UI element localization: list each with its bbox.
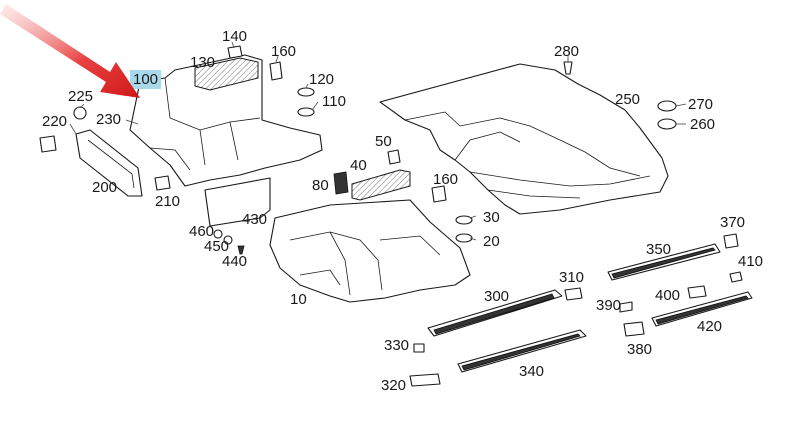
callout-label-320: 320 [381,377,406,394]
part-mesh-40 [351,169,411,201]
callout-label-340: 340 [519,363,544,380]
part-200 [75,129,143,197]
callout-label-390: 390 [596,297,621,314]
callout-label-410: 410 [738,253,763,270]
callout-label-300: 300 [484,288,509,305]
leader-lines [69,41,687,241]
callout-label-280: 280 [554,43,579,60]
callout-label-450: 450 [204,238,229,255]
callout-label-120: 120 [309,71,334,88]
label-highlight-box [130,70,161,89]
callout-label-225: 225 [68,88,93,105]
callout-label-20: 20 [483,233,500,250]
callout-label-330: 330 [384,337,409,354]
sill-plates [427,243,753,373]
callout-label-160: 160 [271,43,296,60]
red-arrow-icon [0,4,140,98]
callout-label-460: 460 [189,223,214,240]
fasteners [39,45,743,387]
callout-label-80: 80 [312,177,329,194]
callout-label-30: 30 [483,209,500,226]
callout-label-430: 430 [242,211,267,228]
callout-label-270: 270 [688,96,713,113]
callout-label-380: 380 [627,341,652,358]
callout-label-230: 230 [96,111,121,128]
part-rear-carpet [379,63,669,215]
part-trunk-liner [129,54,323,187]
callout-label-200: 200 [92,179,117,196]
callout-labels: 10 20 30 40 50 80 100 110 120 130 140 160 160 200 210 2… [42,28,763,394]
callout-label-310: 310 [559,269,584,286]
callout-label-260: 260 [690,116,715,133]
callout-label-220: 220 [42,113,67,130]
callout-label-370: 370 [720,214,745,231]
callout-label-400: 400 [655,287,680,304]
callout-label-440: 440 [222,253,247,270]
callout-label-10: 10 [290,291,307,308]
callout-label-210: 210 [155,193,180,210]
callout-label-140: 140 [222,28,247,45]
callout-label-420: 420 [697,318,722,335]
callout-label-50: 50 [375,133,392,150]
part-mesh-130 [194,57,259,91]
part-front-floor [269,199,471,303]
callout-label-40: 40 [350,157,367,174]
callout-label-130: 130 [190,54,215,71]
callout-label-160: 160 [433,171,458,188]
callout-label-110: 110 [322,93,346,110]
callout-label-100: 100 [133,71,158,88]
callout-label-250: 250 [615,91,640,108]
callout-label-350: 350 [646,241,671,258]
